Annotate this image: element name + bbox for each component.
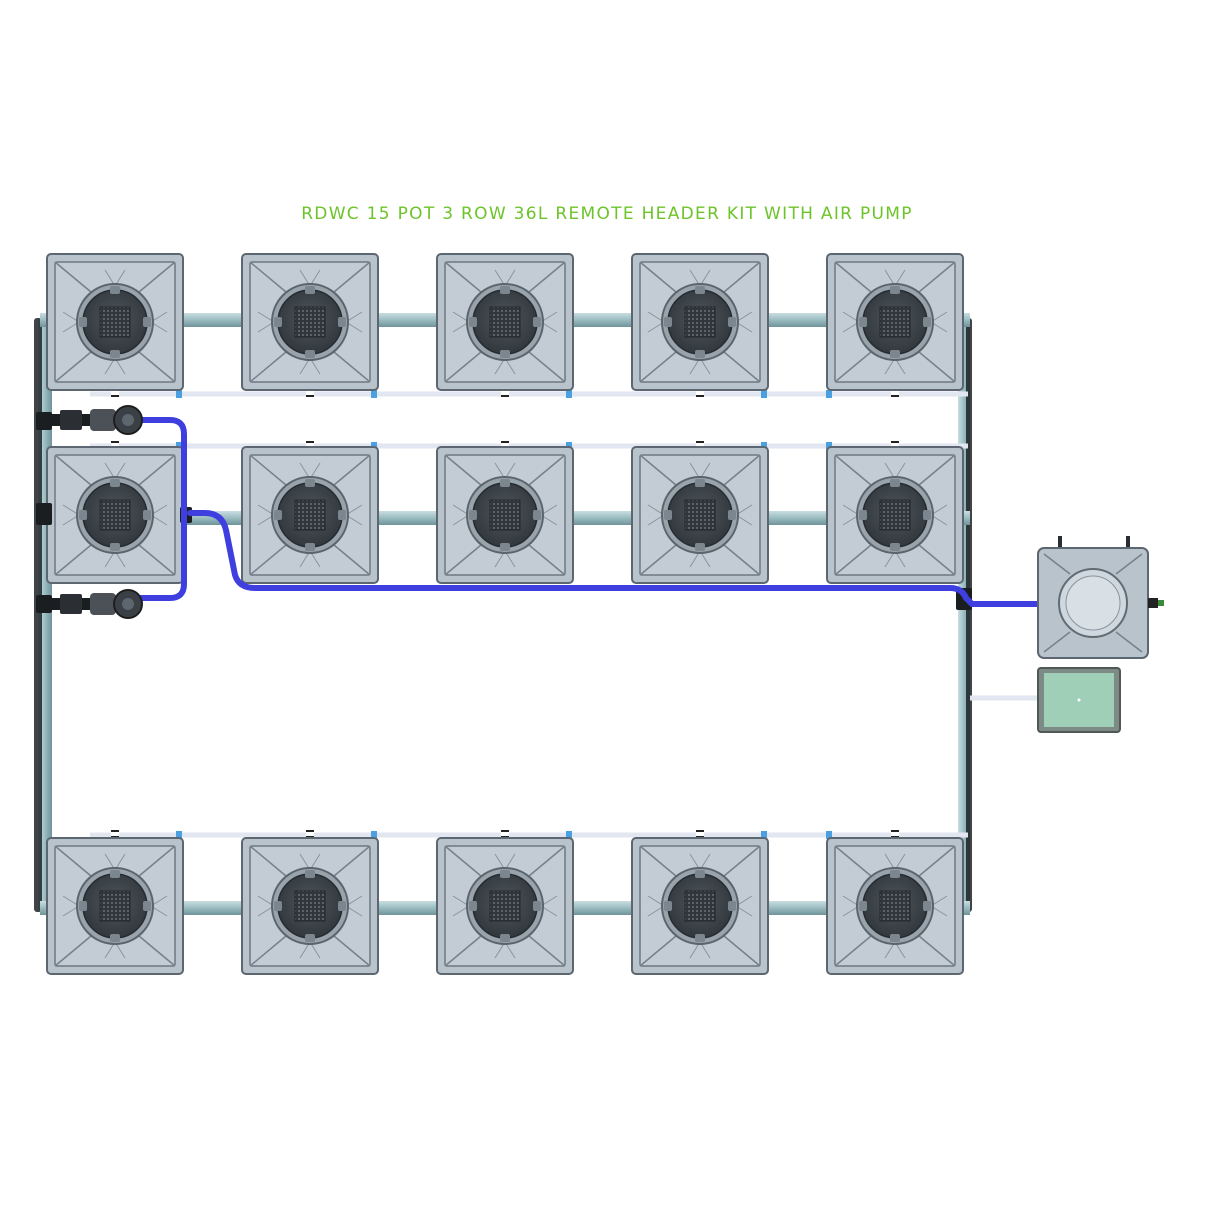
remote-header-tank — [1037, 536, 1164, 659]
diagram-title: RDWC 15 POT 3 ROW 36L REMOTE HEADER KIT … — [301, 204, 913, 224]
grow-pot — [241, 446, 379, 584]
grow-pot — [241, 837, 379, 975]
grow-pot — [631, 446, 769, 584]
grow-pot — [631, 253, 769, 391]
grow-pot — [826, 253, 964, 391]
row-pipes — [40, 313, 970, 915]
grow-pot — [436, 253, 574, 391]
grow-pot — [46, 446, 184, 584]
grow-pot — [631, 837, 769, 975]
grow-pot — [46, 253, 184, 391]
grow-pot — [826, 837, 964, 975]
grow-pot — [46, 837, 184, 975]
grow-pot — [436, 446, 574, 584]
inline-pump-upper — [52, 405, 143, 435]
grow-pot — [826, 446, 964, 584]
grow-pot — [436, 837, 574, 975]
inline-pump-lower — [52, 589, 143, 619]
water-hoses — [137, 417, 1043, 607]
grow-pot — [241, 253, 379, 391]
air-pump — [1037, 667, 1121, 733]
